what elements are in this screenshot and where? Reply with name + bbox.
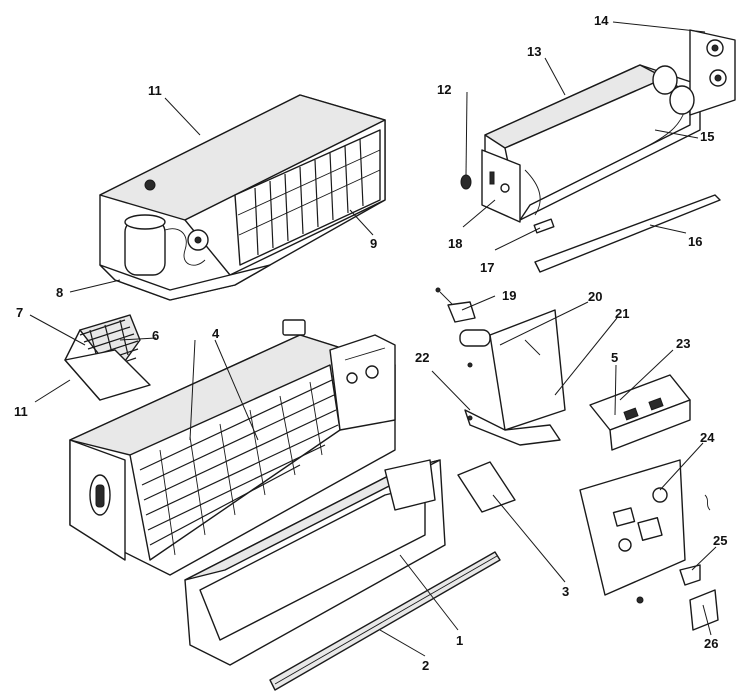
- knob: [679, 564, 701, 586]
- callout-21: 21: [615, 306, 629, 321]
- control-panel-assembly: [579, 374, 719, 631]
- callout-3: 3: [562, 584, 569, 599]
- leader-lines: [29, 21, 717, 657]
- callout-17: 17: [480, 260, 494, 275]
- callout-9: 9: [370, 236, 377, 251]
- control-bracket: [435, 287, 566, 446]
- callout-11-top: 11: [148, 83, 162, 98]
- callout-25: 25: [713, 533, 727, 548]
- compressor: [124, 179, 206, 276]
- callout-6-upper: 6: [152, 328, 159, 343]
- evaporator-coil: [129, 364, 341, 561]
- front-cover: [184, 459, 446, 666]
- callout-22: 22: [415, 350, 429, 365]
- callout-labels: 11 8 9 12 13 14 15 16 17 18 19 20 21 22 …: [14, 13, 727, 673]
- control-box: [329, 334, 396, 431]
- callout-14: 14: [594, 13, 609, 28]
- callout-26: 26: [704, 636, 718, 651]
- callout-16: 16: [688, 234, 702, 249]
- callout-11-left: 11: [14, 404, 28, 419]
- callout-19: 19: [502, 288, 516, 303]
- chassis-assembly: [99, 94, 386, 301]
- callout-12: 12: [437, 82, 451, 97]
- base-pan: [99, 264, 271, 301]
- grommet: [460, 174, 472, 190]
- relay: [447, 301, 476, 323]
- cabinet-wrapper: [460, 29, 736, 273]
- main-unit: [69, 319, 396, 576]
- condenser-coil: [234, 129, 381, 266]
- callout-20: 20: [588, 289, 602, 304]
- heater-filter: [64, 314, 151, 401]
- heater-element: [79, 319, 139, 371]
- callout-1: 1: [456, 633, 463, 648]
- callout-24: 24: [700, 430, 715, 445]
- callout-23: 23: [676, 336, 690, 351]
- drain-cover: [457, 461, 516, 513]
- callout-2: 2: [422, 658, 429, 673]
- callout-5: 5: [611, 350, 618, 365]
- callout-13: 13: [527, 44, 541, 59]
- blower-motor: [282, 319, 306, 336]
- callout-15: 15: [700, 129, 714, 144]
- discharge-grille: [269, 551, 501, 691]
- bracket-strip: [533, 218, 555, 234]
- callout-7: 7: [16, 305, 23, 320]
- capacitor: [459, 329, 491, 347]
- fan-motor: [187, 229, 209, 251]
- callout-18: 18: [448, 236, 462, 251]
- callout-4: 4: [212, 326, 220, 341]
- callout-8: 8: [56, 285, 63, 300]
